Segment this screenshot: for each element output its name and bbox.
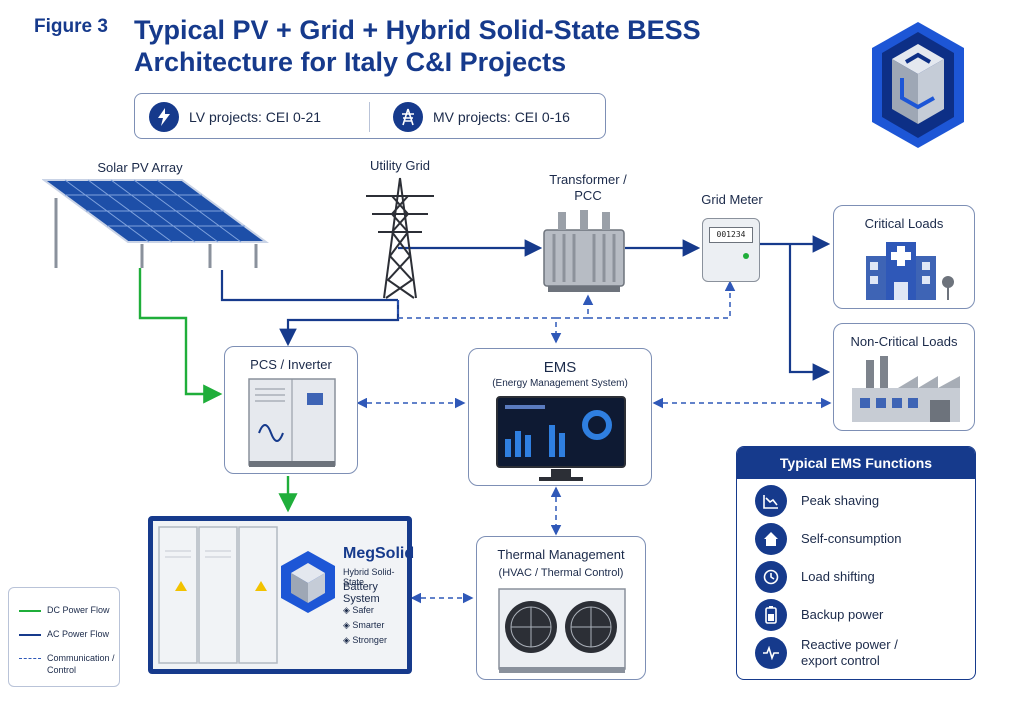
critical-loads-box: Critical Loads (833, 205, 975, 309)
battery-icon (755, 599, 787, 631)
solar-label: Solar PV Array (97, 160, 183, 175)
transmission-tower-icon (366, 177, 434, 299)
grid-label: Utility Grid (370, 158, 430, 173)
ems-box: EMS (Energy Management System) (468, 348, 652, 486)
lv-standard-label: LV projects: CEI 0-21 (189, 109, 322, 125)
ac-line-swatch (19, 634, 41, 636)
ems-dashboard-monitor-icon (496, 396, 626, 481)
shield-icon: ◈ (343, 605, 353, 615)
lightning-icon (149, 102, 179, 132)
battery-feature-label: Stronger (352, 635, 387, 645)
ems-function-label-line-2: export control (801, 653, 880, 668)
pcs-title: PCS / Inverter (250, 357, 332, 372)
company-logo (872, 22, 964, 148)
ems-function-reactive-power: Reactive power / export control (755, 637, 898, 669)
thermal-subtitle: (HVAC / Thermal Control) (498, 567, 624, 579)
ems-functions-title: Typical EMS Functions (737, 447, 975, 479)
ems-function-backup-power: Backup power (755, 599, 883, 631)
clock-icon (755, 561, 787, 593)
battery-feature-stronger: ◈ Stronger (343, 633, 387, 648)
battery-feature-smarter: ◈ Smarter (343, 618, 387, 633)
ems-function-load-shifting: Load shifting (755, 561, 875, 593)
dc-line-swatch (19, 610, 41, 612)
meter-display: 001234 (709, 227, 753, 243)
ems-function-peak-shaving: Peak shaving (755, 485, 879, 517)
battery-container-doors-icon (158, 526, 278, 664)
legend-ac-label: AC Power Flow (47, 629, 110, 639)
transformer-label-line-1: Transformer / (549, 172, 627, 187)
noncritical-loads-box: Non-Critical Loads (833, 323, 975, 431)
transformer-icon (543, 210, 625, 292)
ems-function-self-consumption: Self-consumption (755, 523, 901, 555)
ems-function-label: Self-consumption (801, 531, 902, 546)
factory-icon (852, 356, 960, 422)
megsolid-logo-icon (281, 551, 335, 613)
ems-function-label: Backup power (801, 607, 884, 622)
ems-function-label: Reactive power / export control (801, 637, 898, 669)
battery-line-2: Battery System (343, 581, 380, 605)
ems-function-label: Load shifting (801, 569, 875, 584)
divider (369, 102, 370, 132)
legend-comm-label-line-2: Control (47, 665, 77, 675)
ems-subtitle: (Energy Management System) (492, 378, 628, 389)
ems-title: EMS (543, 359, 577, 376)
battery-feature-label: Smarter (352, 620, 385, 630)
inverter-cabinet-icon (248, 378, 336, 467)
battery-brand: MegSolid (343, 545, 415, 562)
pcs-inverter-box: PCS / Inverter (224, 346, 358, 474)
figure-label: Figure 3 (34, 16, 108, 37)
thermal-title: Thermal Management (497, 547, 625, 562)
battery-line-1: Hybrid Solid-State (343, 567, 395, 587)
battery-feature-safer: ◈ Safer (343, 603, 387, 618)
standards-box: LV projects: CEI 0-21 MV projects: CEI 0… (134, 93, 606, 139)
legend-ac: AC Power Flow (19, 628, 109, 640)
legend-comm: Communication / Control (19, 652, 115, 676)
hvac-unit-icon (498, 588, 626, 673)
grid-meter-icon: 001234 (702, 218, 760, 282)
meter-label: Grid Meter (701, 192, 763, 207)
mv-standard: MV projects: CEI 0-16 (393, 102, 570, 132)
transformer-label-line-2: PCC (574, 188, 602, 203)
noncritical-loads-title: Non-Critical Loads (850, 334, 958, 349)
shield-icon: ◈ (343, 620, 353, 630)
ems-functions-panel: Typical EMS Functions Peak shaving Self-… (736, 446, 976, 680)
shield-icon: ◈ (343, 635, 353, 645)
transformer-label: Transformer / PCC (528, 172, 648, 204)
home-icon (755, 523, 787, 555)
page-title: Typical PV + Grid + Hybrid Solid-State B… (134, 14, 774, 78)
battery-features: ◈ Safer ◈ Smarter ◈ Stronger (343, 603, 387, 648)
title-line-2: Architecture for Italy C&I Projects (134, 47, 567, 77)
battery-feature-label: Safer (352, 605, 374, 615)
critical-loads-title: Critical Loads (864, 216, 944, 231)
legend-comm-label-line-1: Communication / (47, 653, 115, 663)
battery-container: MegSolid Hybrid Solid-State Battery Syst… (148, 516, 415, 674)
legend-dc-label: DC Power Flow (47, 605, 110, 615)
communication-lines (356, 280, 832, 604)
legend: DC Power Flow AC Power Flow Communicatio… (8, 587, 120, 687)
ems-function-label: Peak shaving (801, 493, 880, 508)
legend-dc: DC Power Flow (19, 604, 110, 616)
lv-standard: LV projects: CEI 0-21 (149, 102, 321, 132)
comm-line-swatch (19, 658, 41, 659)
title-line-1: Typical PV + Grid + Hybrid Solid-State B… (134, 15, 701, 45)
hospital-icon (866, 242, 954, 300)
pylon-icon (393, 102, 423, 132)
waveform-icon (755, 637, 787, 669)
ems-function-label-line-1: Reactive power / (801, 637, 898, 652)
legend-comm-label: Communication / Control (47, 652, 115, 676)
mv-standard-label: MV projects: CEI 0-16 (433, 109, 570, 125)
thermal-management-box: Thermal Management (HVAC / Thermal Contr… (476, 536, 646, 680)
meter-status-led (743, 253, 749, 259)
chart-down-icon (755, 485, 787, 517)
solar-panel-icon (42, 179, 270, 268)
dc-power-flow-lines (138, 268, 298, 513)
